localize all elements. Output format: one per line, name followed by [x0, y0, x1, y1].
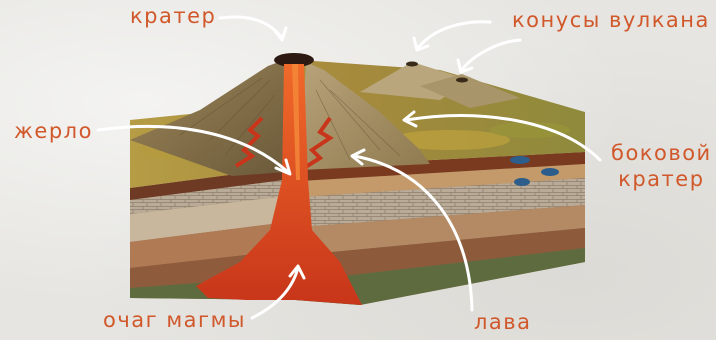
arrow-crater — [220, 17, 282, 38]
arrow-cone-1 — [418, 22, 490, 48]
label-lava: лава — [474, 312, 532, 333]
cone-crater-2 — [456, 78, 468, 83]
label-side-crater-line1: боковой — [611, 140, 712, 166]
side-pool-3 — [514, 178, 530, 186]
label-volcano-cones: конусы вулкана — [512, 10, 710, 31]
label-side-crater: боковой кратер — [611, 140, 712, 193]
label-crater: кратер — [130, 6, 216, 27]
label-side-crater-line2: кратер — [611, 166, 712, 192]
label-magma-chamber: очаг магмы — [103, 310, 246, 331]
cone-crater-1 — [406, 62, 418, 67]
label-vent: жерло — [14, 121, 93, 142]
arrow-cone-2 — [462, 40, 520, 70]
side-crater-pool — [510, 156, 530, 164]
side-pool-2 — [541, 168, 559, 176]
